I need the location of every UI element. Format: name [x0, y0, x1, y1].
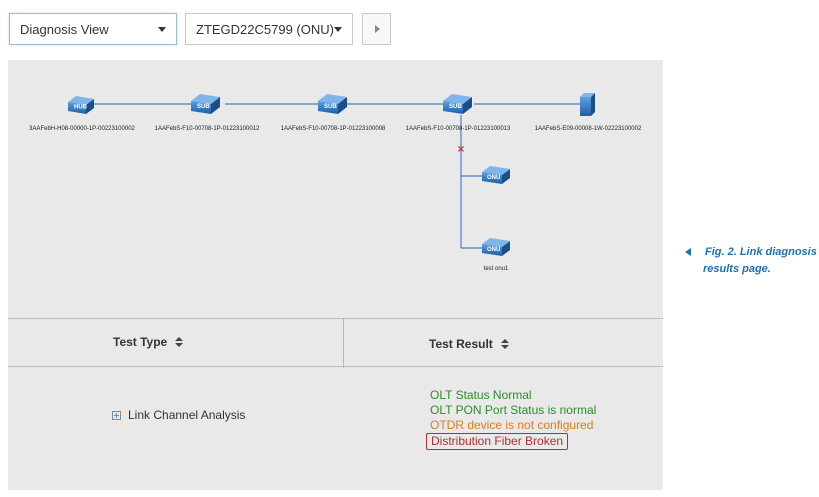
- caption-line-1: Fig. 2. Link diagnosis: [705, 246, 817, 258]
- column-divider: [343, 319, 344, 368]
- node-label: 1AAFebS-F10-00708-1P-01223100008: [280, 126, 386, 132]
- test-type-label: Link Channel Analysis: [128, 408, 246, 422]
- sub-device-icon[interactable]: SUB: [443, 94, 472, 114]
- sort-icon[interactable]: [500, 339, 509, 349]
- hub-device-icon[interactable]: HUB: [68, 96, 94, 114]
- device-select-value: ZTEGD22C5799 (ONU): [196, 21, 334, 37]
- svg-text:ONU: ONU: [487, 247, 500, 253]
- svg-text:ONU: ONU: [487, 175, 500, 181]
- error-badge: Distribution Fiber Broken: [426, 433, 569, 450]
- fault-marker-icon: ×: [457, 144, 465, 155]
- diagnosis-panel: HUB SUB SUB SUB: [8, 60, 663, 490]
- arrow-left-icon: [685, 248, 691, 256]
- svg-text:SUB: SUB: [324, 104, 337, 110]
- sub-device-icon[interactable]: SUB: [318, 94, 347, 114]
- result-item-error: Distribution Fiber Broken: [426, 433, 596, 450]
- topology-diagram: HUB SUB SUB SUB: [68, 93, 595, 256]
- chevron-down-icon: [334, 27, 342, 32]
- column-header-label: Test Type: [113, 335, 168, 349]
- node-label: 1AAFebS-F10-00708-1P-01223100012: [154, 126, 260, 132]
- svg-text:HUB: HUB: [74, 105, 88, 111]
- onu-device-icon[interactable]: ONU: [482, 166, 510, 184]
- result-item: OTDR device is not configured: [430, 418, 594, 432]
- end-device-icon[interactable]: [580, 93, 595, 116]
- column-header-test-result[interactable]: Test Result: [429, 337, 509, 351]
- node-label: 1AAFebS-F10-00708-1P-01223100013: [405, 126, 511, 132]
- view-select[interactable]: Diagnosis View: [9, 13, 177, 45]
- result-item: OLT PON Port Status is normal: [430, 403, 597, 417]
- result-item: OLT Status Normal: [430, 388, 532, 402]
- sub-device-icon[interactable]: SUB: [191, 94, 220, 114]
- chevron-down-icon: [158, 27, 166, 32]
- column-header-test-type[interactable]: Test Type: [113, 335, 184, 349]
- test-result-list: OLT Status Normal OLT PON Port Status is…: [426, 388, 597, 450]
- play-icon: [375, 25, 380, 33]
- device-select[interactable]: ZTEGD22C5799 (ONU): [185, 13, 353, 45]
- results-table-header: Test Type Test Result: [8, 318, 663, 368]
- onu-label: test onu1: [483, 266, 509, 272]
- caption-line-2: results page.: [703, 263, 771, 275]
- run-button[interactable]: [362, 13, 391, 45]
- svg-text:SUB: SUB: [197, 104, 210, 110]
- expand-icon[interactable]: [112, 410, 121, 420]
- sort-icon[interactable]: [175, 337, 184, 347]
- view-select-value: Diagnosis View: [20, 21, 109, 37]
- onu-device-icon[interactable]: ONU: [482, 238, 510, 256]
- topology-links: [80, 103, 584, 249]
- node-label: 3AAFebH-H08-00000-1P-00223100002: [29, 126, 135, 132]
- node-label: 1AAFebS-E09-00008-1W-02223100002: [534, 126, 642, 132]
- column-header-label: Test Result: [429, 337, 493, 351]
- svg-text:SUB: SUB: [449, 104, 462, 110]
- table-row-test-type[interactable]: Link Channel Analysis: [112, 408, 245, 422]
